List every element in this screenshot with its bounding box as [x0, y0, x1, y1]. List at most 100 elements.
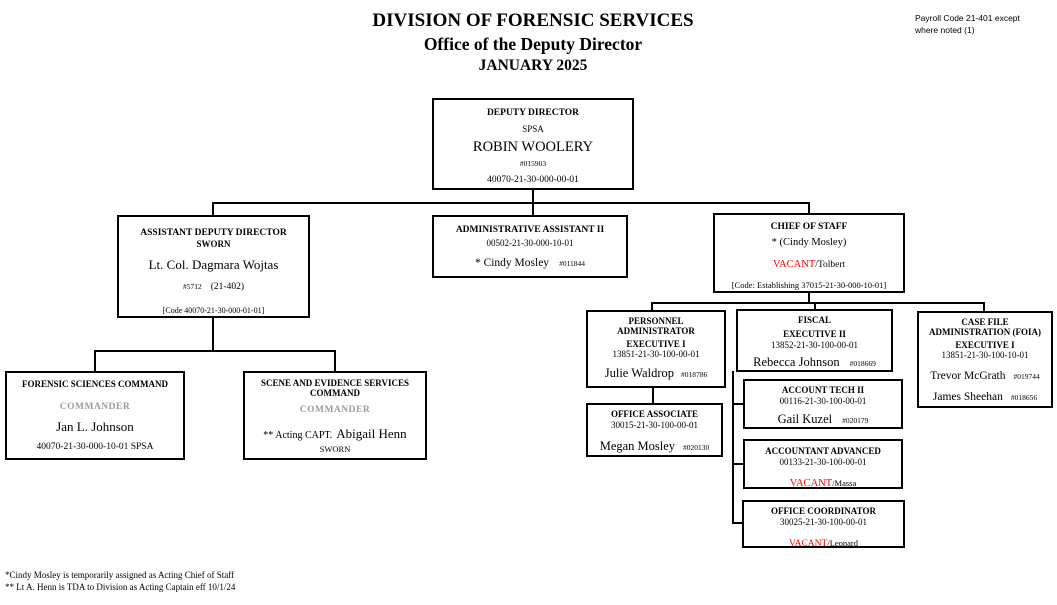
box-title: ACCOUNT TECH II [781, 385, 865, 395]
person-name: Julie Waldrop [604, 366, 674, 381]
box-title-line-2: COMMAND [310, 388, 360, 399]
badge-number: #018786 [681, 370, 708, 380]
person-name: Jan L. Johnson [56, 419, 134, 435]
vacancy-line: VACANT/Leonard [744, 532, 903, 551]
person-line: Gail Kuzel #020179 [745, 409, 901, 428]
org-box-case-file-administration: CASE FILE ADMINISTRATION (FOIA) EXECUTIV… [917, 311, 1053, 408]
box-title: CHIEF OF STAFF [770, 222, 848, 232]
box-title: CASE FILE ADMINISTRATION (FOIA) [919, 317, 1051, 338]
person-name: Lt. Col. Dagmara Wojtas [148, 257, 279, 273]
connector-to-accountant-advanced [732, 463, 744, 465]
connector-deputy-drop [532, 190, 534, 204]
connector-to-case-file [983, 302, 985, 312]
position-code: 00133-21-30-100-00-01 [779, 456, 867, 467]
position-code: 13851-21-30-100-10-01 [941, 350, 1029, 361]
box-title-line-1: SCENE AND EVIDENCE SERVICES [261, 378, 409, 388]
org-box-account-tech: ACCOUNT TECH II 00116-21-30-100-00-01 Ga… [743, 379, 903, 429]
person-line: Trevor McGrath #019744 [919, 365, 1051, 384]
payroll-note-line-1: Payroll Code 21-401 except [915, 13, 1020, 23]
rank-label: EXECUTIVE I [626, 338, 686, 349]
person-name: Gail Kuzel [777, 411, 833, 426]
person-line: ** Acting CAPT. Abigail Henn [245, 424, 425, 443]
box-subtitle: SWORN [319, 444, 351, 455]
role-label: COMMANDER [59, 401, 131, 412]
connector-to-forensic-sciences [94, 350, 96, 372]
box-title: ACCOUNTANT ADVANCED [765, 446, 881, 456]
connector-staff-horizontal [651, 302, 985, 304]
connector-to-office-coordinator [732, 522, 744, 524]
box-title: ADMINISTRATIVE ASSISTANT II [455, 225, 605, 235]
payroll-code: (21-402) [210, 281, 244, 292]
box-title: DEPUTY DIRECTOR [486, 108, 580, 118]
badge-number: #5712 [183, 281, 202, 291]
person-line: * Cindy Mosley #011844 [434, 252, 626, 271]
page-title: DIVISION OF FORENSIC SERVICES Office of … [233, 10, 833, 75]
person-line: James Sheehan #018656 [919, 386, 1051, 405]
person-line: Megan Mosley #020130 [588, 436, 721, 455]
badge-line: #5712 (21-402) [119, 275, 308, 294]
connector-chief-of-staff-drop [808, 293, 810, 304]
position-code: [Code 40070-21-30-000-01-01] [162, 305, 265, 315]
box-title-line-1: PERSONNEL [628, 316, 684, 326]
footnote-line-2: ** Lt A. Henn is TDA to Division as Acti… [5, 582, 236, 593]
connector-top-horizontal [212, 202, 810, 204]
box-title: FISCAL [797, 315, 831, 325]
position-code: 00116-21-30-100-00-01 [779, 395, 867, 406]
position-code: 30015-21-30-100-00-01 [611, 419, 698, 430]
footnote-line-1: *Cindy Mosley is temporarily assigned as… [5, 570, 235, 580]
box-title-line-1: CASE FILE [961, 317, 1009, 327]
badge-number: #019744 [1013, 372, 1040, 382]
org-box-deputy-director: DEPUTY DIRECTOR SPSA ROBIN WOOLERY #0159… [432, 98, 634, 190]
org-box-office-coordinator: OFFICE COORDINATOR 30025-21-30-100-00-01… [742, 500, 905, 551]
position-code: 40070-21-30-000-10-01 SPSA [36, 441, 154, 452]
person-name: * Cindy Mosley [474, 257, 550, 270]
person-line: Julie Waldrop #018786 [588, 363, 724, 382]
title-line-3: JANUARY 2025 [478, 57, 588, 74]
connector-assistant-deputy-drop [212, 318, 214, 352]
vacant-successor: /Massa [832, 477, 857, 488]
rank-label: EXECUTIVE I [955, 339, 1015, 350]
person-name: Rebecca Johnson [753, 355, 840, 370]
org-box-forensic-sciences-command: FORENSIC SCIENCES COMMAND COMMANDER Jan … [5, 371, 185, 460]
box-subtitle: SPSA [522, 124, 544, 135]
box-title: OFFICE ASSOCIATE [610, 409, 699, 419]
role-label: COMMANDER [299, 404, 371, 415]
connector-to-fiscal [814, 302, 816, 310]
connector-commands-horizontal [94, 350, 336, 352]
badge-number: #011844 [559, 259, 586, 269]
org-box-personnel-administrator: PERSONNEL ADMINISTRATOR EXECUTIVE I 1385… [586, 310, 726, 388]
connector-to-chief-of-staff [808, 202, 810, 214]
badge-number: #018669 [849, 359, 876, 369]
org-box-chief-of-staff: CHIEF OF STAFF * (Cindy Mosley) VACANT/T… [713, 213, 905, 293]
title-line-2: Office of the Deputy Director [423, 34, 643, 54]
position-code: 13852-21-30-100-00-01 [771, 339, 858, 350]
connector-to-admin-assistant [532, 202, 534, 216]
position-code: 40070-21-30-000-00-01 [487, 174, 579, 185]
connector-personnel-to-office-associate [652, 388, 654, 404]
acting-name: * (Cindy Mosley) [771, 237, 847, 249]
box-title: ASSISTANT DEPUTY DIRECTOR [140, 228, 287, 238]
box-title: OFFICE COORDINATOR [771, 506, 876, 516]
connector-to-assistant-deputy [212, 202, 214, 216]
acting-prefix: ** Acting CAPT. [263, 430, 333, 442]
person-name: Megan Mosley [599, 438, 676, 453]
box-title: PERSONNEL ADMINISTRATOR [588, 316, 724, 337]
person-name: Abigail Henn [336, 426, 407, 442]
position-code: 13851-21-30-100-00-01 [612, 349, 700, 360]
person-name: James Sheehan [932, 391, 1003, 404]
org-box-fiscal: FISCAL EXECUTIVE II 13852-21-30-100-00-0… [736, 309, 893, 372]
vacant-label: VACANT [788, 538, 828, 549]
person-name: ROBIN WOOLERY [472, 139, 594, 156]
connector-to-account-tech [732, 403, 744, 405]
badge-number: #020179 [842, 415, 869, 425]
box-title-line-2: ADMINISTRATION (FOIA) [928, 327, 1042, 338]
rank-label: EXECUTIVE II [783, 328, 846, 339]
box-title: SCENE AND EVIDENCE SERVICES COMMAND [245, 378, 425, 399]
box-title: FORENSIC SCIENCES COMMAND [21, 379, 168, 389]
position-code: 00502-21-30-000-10-01 [486, 238, 574, 249]
vacancy-line: VACANT/Massa [745, 472, 901, 491]
org-box-accountant-advanced: ACCOUNTANT ADVANCED 00133-21-30-100-00-0… [743, 439, 903, 489]
org-box-scene-evidence-command: SCENE AND EVIDENCE SERVICES COMMAND COMM… [243, 371, 427, 460]
badge-number: #020130 [683, 442, 710, 452]
